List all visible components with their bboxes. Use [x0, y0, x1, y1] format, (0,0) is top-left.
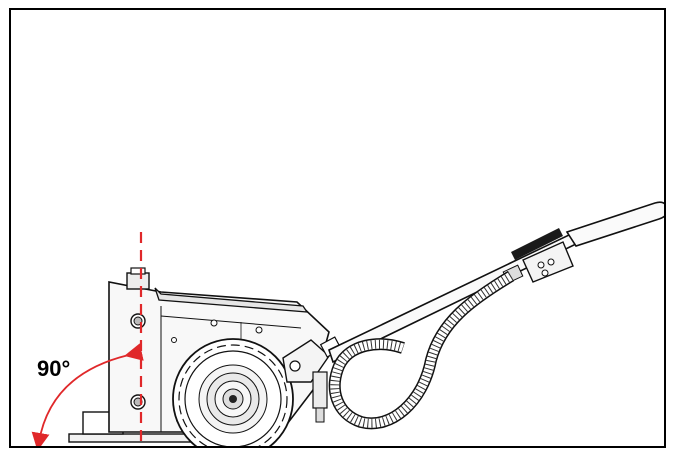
angle-label: 90°	[37, 356, 70, 381]
handle-bar	[328, 201, 664, 364]
machine-side-view-drawing: 90°	[31, 201, 664, 446]
drive-wheel	[172, 338, 294, 446]
hydraulic-hose	[328, 270, 515, 430]
diagram-frame: 90°	[9, 8, 666, 448]
angle-arc-arrow	[31, 343, 144, 446]
